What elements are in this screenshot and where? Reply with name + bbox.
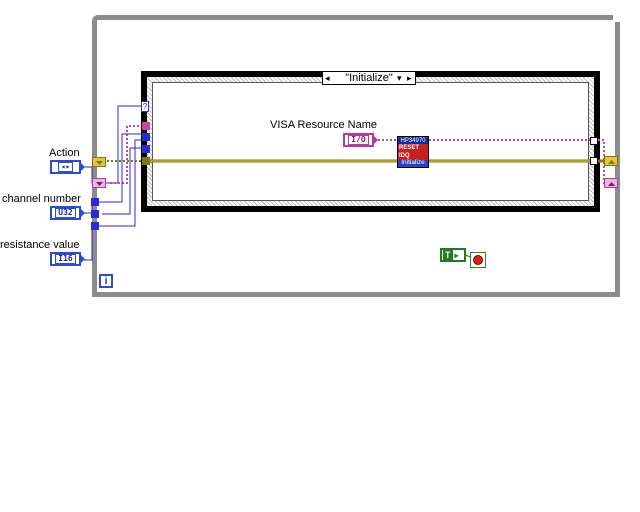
action-arrow-icon bbox=[81, 163, 85, 171]
action-control[interactable]: ◂▸ bbox=[50, 160, 81, 174]
case-tunnel-resistance bbox=[142, 145, 150, 153]
subvi-badge: RESET IDQ bbox=[398, 144, 428, 160]
subvi-header: HP34970 bbox=[398, 137, 428, 145]
channel-number-control[interactable]: U32 bbox=[50, 206, 81, 220]
shift-register-left-error[interactable] bbox=[92, 157, 106, 167]
case-tunnel-visa-out bbox=[590, 137, 598, 145]
resistance-value-control[interactable]: I16 bbox=[50, 252, 81, 266]
case-dropdown-icon[interactable]: ▾ bbox=[397, 73, 402, 83]
case-prev-icon[interactable]: ◂ bbox=[325, 73, 330, 83]
resistance-arrow-icon bbox=[81, 255, 85, 263]
case-selector-terminal[interactable]: ? bbox=[141, 101, 149, 112]
initialize-subvi-icon[interactable]: HP34970 RESET IDQ Initialize bbox=[397, 136, 429, 168]
bool-arrow-icon: ▸ bbox=[454, 250, 459, 260]
boolean-constant[interactable]: T ▸ bbox=[440, 248, 466, 262]
visa-arrow-icon bbox=[374, 136, 378, 144]
iteration-terminal: i bbox=[99, 274, 113, 288]
tunnel-resistance-b bbox=[91, 222, 99, 230]
subvi-name: Initialize bbox=[398, 159, 428, 167]
action-label: Action bbox=[49, 147, 80, 159]
case-selector[interactable]: ◂ "Initialize" ▾ ▸ bbox=[322, 71, 416, 85]
case-selector-label: "Initialize" bbox=[345, 72, 393, 84]
loop-condition-stop-icon[interactable] bbox=[470, 252, 486, 268]
case-tunnel-channel bbox=[142, 133, 150, 141]
case-next-icon[interactable]: ▸ bbox=[407, 73, 412, 83]
case-tunnel-action bbox=[142, 122, 150, 130]
visa-resource-label: VISA Resource Name bbox=[270, 119, 377, 131]
case-tunnel-error bbox=[142, 157, 150, 165]
resistance-value-label: resistance value bbox=[0, 239, 80, 251]
channel-number-label: channel number bbox=[2, 193, 81, 205]
case-tunnel-error-out bbox=[590, 157, 598, 165]
channel-arrow-icon bbox=[81, 209, 85, 217]
visa-resource-constant[interactable]: I/O bbox=[343, 133, 374, 147]
shift-register-right-visa[interactable] bbox=[604, 178, 618, 188]
shift-register-left-visa[interactable] bbox=[92, 178, 106, 188]
tunnel-resistance-a bbox=[91, 210, 99, 218]
shift-register-right-error[interactable] bbox=[604, 156, 618, 166]
tunnel-channel bbox=[91, 198, 99, 206]
